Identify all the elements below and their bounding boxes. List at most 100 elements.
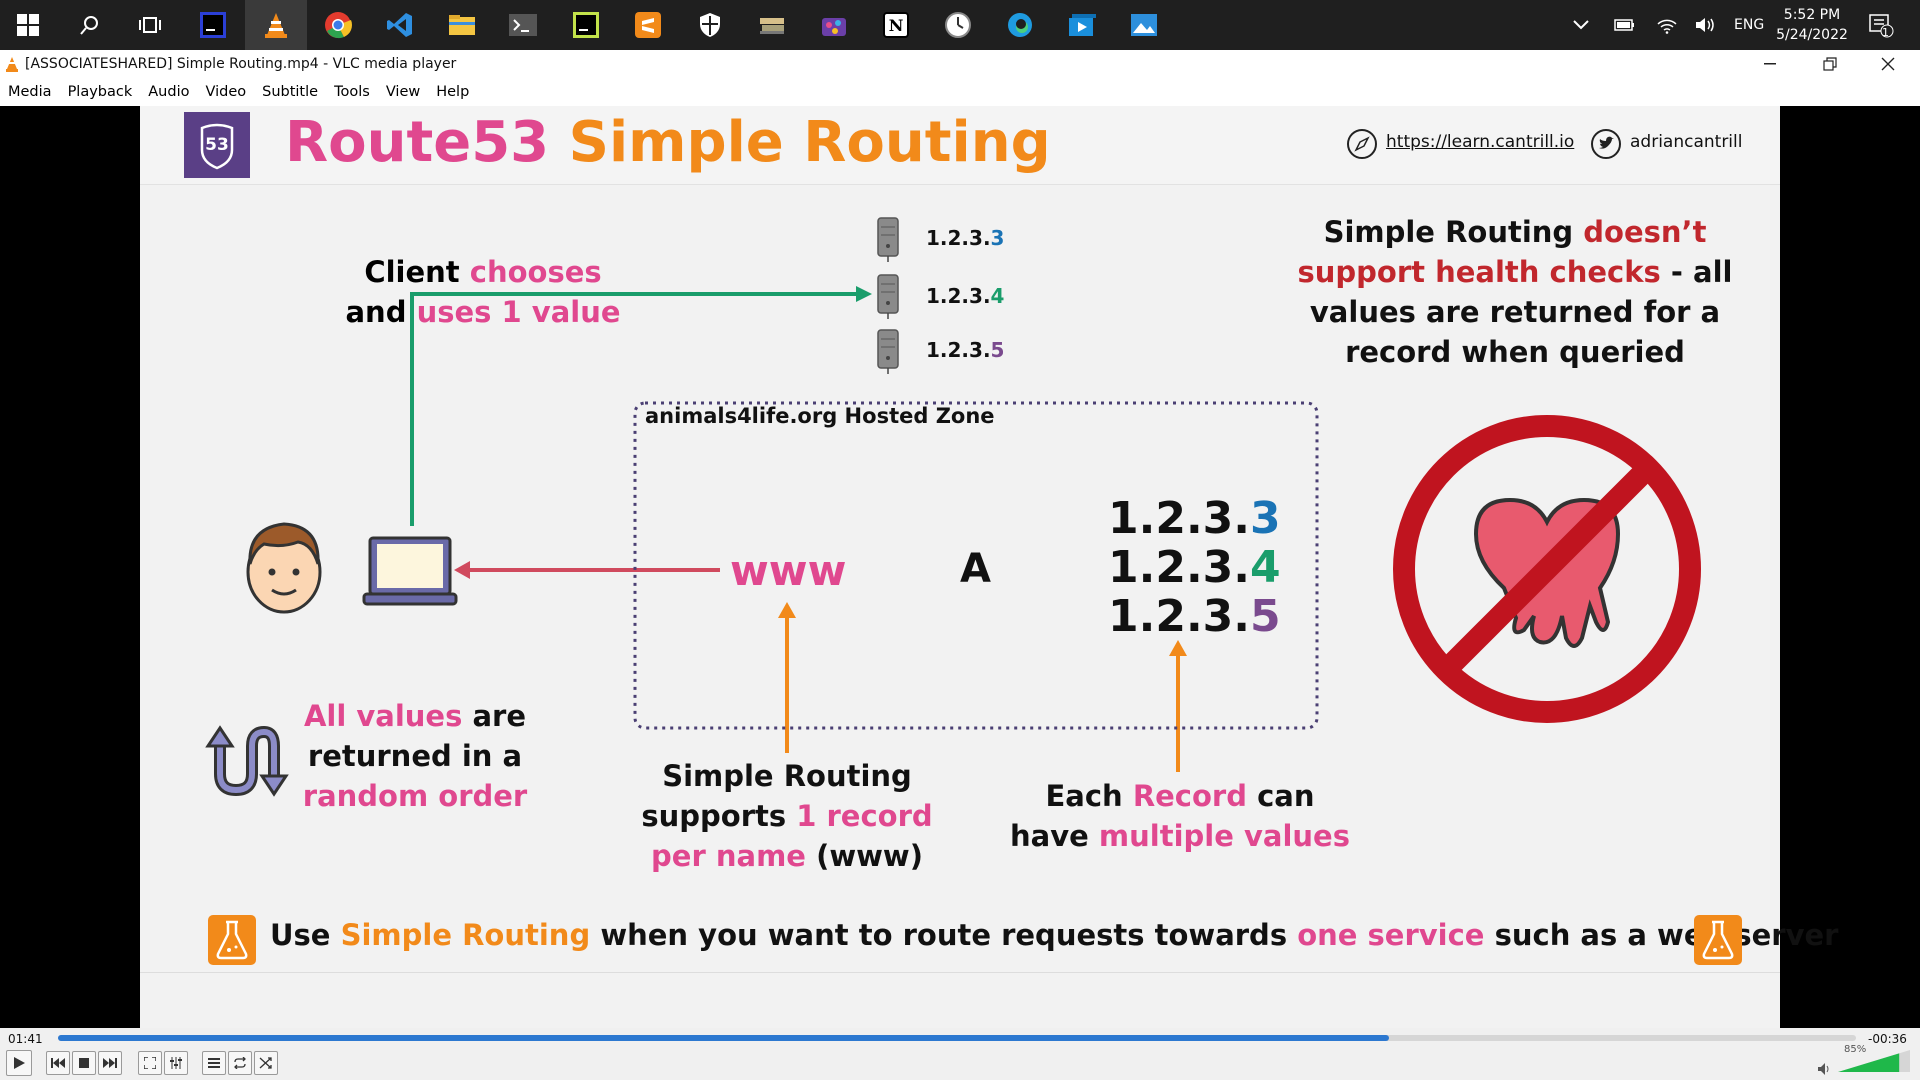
swap-arrows-icon (202, 716, 290, 808)
windows-taskbar: N ENG 5:52 PM 5/24/2022 1 (0, 0, 1920, 50)
battery-icon[interactable] (1614, 0, 1636, 50)
extended-settings-button[interactable] (164, 1051, 188, 1075)
close-button[interactable] (1858, 50, 1918, 78)
notification-center-icon[interactable]: 1 (1868, 0, 1894, 50)
course-link[interactable]: https://learn.cantrill.io (1386, 132, 1575, 152)
photos-icon[interactable] (1128, 9, 1160, 41)
client-line2-a: and (345, 295, 407, 329)
system-clock[interactable]: 5:52 PM 5/24/2022 (1770, 0, 1854, 50)
simple-line2-a: supports (641, 799, 787, 833)
notion-icon[interactable]: N (880, 9, 912, 41)
client-line2-b: uses 1 value (416, 295, 621, 329)
server-ip-2-prefix: 1.2.3. (926, 284, 991, 308)
file-explorer-icon[interactable] (446, 9, 478, 41)
chrome-icon[interactable] (322, 9, 354, 41)
colorful-app-icon[interactable] (818, 9, 850, 41)
media-player-icon[interactable] (1066, 9, 1098, 41)
server-ip-3: 1.2.3.5 (926, 338, 1004, 362)
play-button[interactable] (6, 1050, 32, 1076)
each-line2-a: have (1010, 819, 1089, 853)
seek-bar-progress (58, 1035, 1389, 1041)
twitter-handle: adriancantrill (1630, 132, 1743, 152)
record-value-1-prefix: 1.2.3. (1108, 493, 1250, 544)
stop-button[interactable] (72, 1051, 96, 1075)
title-route53: Route53 (285, 110, 550, 175)
terminal-icon[interactable] (507, 9, 539, 41)
minimize-button[interactable] (1740, 50, 1800, 78)
simple-routing-note: Simple Routing supports 1 record per nam… (640, 756, 934, 876)
record-value-3: 1.2.3.5 (1108, 592, 1281, 641)
show-hidden-icons-chevron-icon[interactable] (1572, 0, 1590, 50)
player-controls: 01:41 -00:36 85% (0, 1028, 1920, 1080)
client-chooses-text: Client chooses and uses 1 value (343, 252, 623, 332)
remaining-time[interactable]: -00:36 (1868, 1032, 1907, 1046)
server-ip-3-prefix: 1.2.3. (926, 338, 991, 362)
random-line1-b: are (472, 699, 527, 733)
search-icon[interactable] (74, 9, 106, 41)
each-line1-a: Each (1045, 779, 1123, 813)
edge-icon[interactable] (1004, 9, 1036, 41)
menu-help[interactable]: Help (436, 84, 470, 100)
previous-button[interactable] (46, 1051, 70, 1075)
pycharm-icon[interactable] (570, 9, 602, 41)
no-health-check-icon (1390, 412, 1704, 730)
elapsed-time[interactable]: 01:41 (8, 1032, 43, 1046)
task-view-icon[interactable] (134, 9, 166, 41)
health-check-text: Simple Routing doesn’t support health ch… (1295, 212, 1735, 372)
wifi-icon[interactable] (1656, 0, 1678, 50)
menu-subtitle[interactable]: Subtitle (262, 84, 319, 100)
footer-text: Use Simple Routing when you want to rout… (270, 918, 1838, 952)
footer-part-a: Use (270, 918, 331, 952)
health-line1-b: doesn’t (1583, 215, 1707, 249)
server-ip-1-prefix: 1.2.3. (926, 226, 991, 250)
menu-audio[interactable]: Audio (148, 84, 190, 100)
each-line1-c: can (1257, 779, 1315, 813)
menu-tools[interactable]: Tools (334, 84, 370, 100)
simple-line2-b: 1 record (796, 799, 933, 833)
clock-app-icon[interactable] (942, 9, 974, 41)
sublime-text-icon[interactable] (632, 9, 664, 41)
shuffle-button[interactable] (254, 1051, 278, 1075)
speaker-icon[interactable] (1694, 0, 1716, 50)
record-name: www (730, 546, 847, 595)
server-ip-2-suffix: 4 (990, 284, 1005, 308)
random-line3: random order (302, 779, 528, 813)
stacked-app-icon[interactable] (756, 9, 788, 41)
loop-button[interactable] (228, 1051, 252, 1075)
svg-text:N: N (889, 16, 904, 35)
footer-part-e: such as a web server (1494, 918, 1839, 952)
menu-media[interactable]: Media (8, 84, 52, 100)
menu-playback[interactable]: Playback (67, 84, 133, 100)
server-icon (876, 328, 902, 380)
playlist-button[interactable] (202, 1051, 226, 1075)
seek-bar[interactable] (58, 1035, 1856, 1041)
volume-speaker-icon[interactable] (1818, 1060, 1832, 1079)
fullscreen-button[interactable] (138, 1051, 162, 1075)
simple-routing-arrowhead (778, 602, 796, 618)
window-title-bar[interactable]: [ASSOCIATESHARED] Simple Routing.mp4 - V… (0, 50, 1920, 78)
input-language[interactable]: ENG (1734, 17, 1765, 33)
intellij-icon[interactable] (197, 9, 229, 41)
record-arrowhead (1169, 640, 1187, 656)
footer-part-b: Simple Routing (340, 918, 591, 952)
server-icon (876, 273, 902, 325)
vlc-taskbar-icon[interactable] (245, 0, 307, 50)
badge-number: 53 (205, 135, 229, 155)
server-ip-1-suffix: 3 (990, 226, 1005, 250)
menu-video[interactable]: Video (205, 84, 247, 100)
record-values: 1.2.3.3 1.2.3.4 1.2.3.5 (1108, 494, 1281, 641)
windows-start-icon[interactable] (12, 9, 44, 41)
flask-icon (1693, 914, 1743, 970)
hosted-zone-label: animals4life.org Hosted Zone (645, 404, 995, 428)
volume-slider[interactable]: 85% (1838, 1044, 1910, 1072)
route53-badge-icon: 53 (184, 112, 250, 178)
window-title: [ASSOCIATESHARED] Simple Routing.mp4 - V… (25, 56, 457, 72)
menu-view[interactable]: View (385, 84, 421, 100)
vscode-icon[interactable] (384, 9, 416, 41)
server-icon (876, 216, 902, 268)
security-shield-icon[interactable] (694, 9, 726, 41)
health-line4: record when queried (1345, 335, 1685, 369)
restore-button[interactable] (1800, 50, 1860, 78)
footer-part-d: one service (1297, 918, 1485, 952)
next-button[interactable] (98, 1051, 122, 1075)
